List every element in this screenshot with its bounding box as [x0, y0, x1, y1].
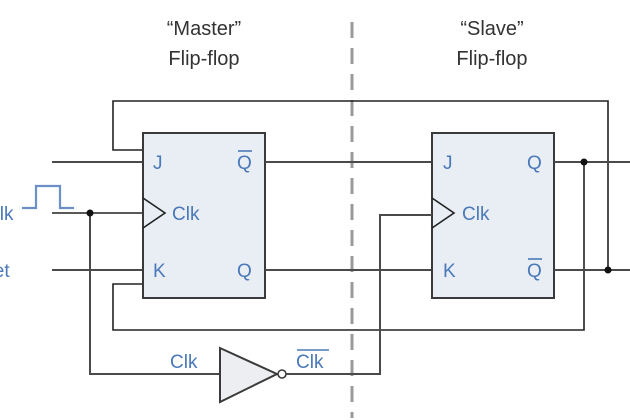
inverter-bubble-icon — [277, 369, 287, 379]
master-flipflop-box — [142, 132, 266, 299]
master-pin-qbar: Q — [237, 153, 252, 174]
slave-pin-q: Q — [527, 153, 542, 174]
master-pin-k: K — [153, 261, 166, 282]
clock-junction-dot — [86, 209, 94, 217]
slave-q-junction-dot — [580, 158, 588, 166]
slave-title-line2: Flip-flop — [456, 48, 527, 70]
master-title-line1: “Master” — [167, 18, 241, 40]
clock-to-inverter-wire — [89, 213, 220, 375]
top-feedback-wire — [112, 100, 609, 270]
master-clock-edge-icon — [142, 197, 167, 229]
inverted-clock-to-slave-wire — [286, 214, 432, 375]
master-pin-j: J — [153, 153, 163, 174]
clock-input-label: Clk — [0, 204, 14, 225]
bottom-feedback-wire — [112, 162, 585, 331]
slave-qbar-junction-dot — [604, 266, 612, 274]
inverter-output-label: Clk — [296, 352, 324, 373]
clock-pulse-icon — [22, 184, 74, 210]
inverter-gate-icon — [219, 346, 280, 404]
slave-title-line1: “Slave” — [460, 18, 523, 40]
slave-pin-k: K — [443, 261, 456, 282]
inverter-input-label: Clk — [170, 352, 198, 373]
slave-pin-clk: Clk — [462, 204, 490, 225]
slave-clock-edge-icon — [431, 197, 456, 229]
slave-pin-j: J — [443, 153, 453, 174]
master-pin-q: Q — [237, 261, 252, 282]
master-title-line2: Flip-flop — [168, 48, 239, 70]
reset-input-label: Reset — [0, 261, 10, 282]
slave-pin-qbar: Q — [527, 261, 542, 282]
master-pin-clk: Clk — [172, 204, 200, 225]
